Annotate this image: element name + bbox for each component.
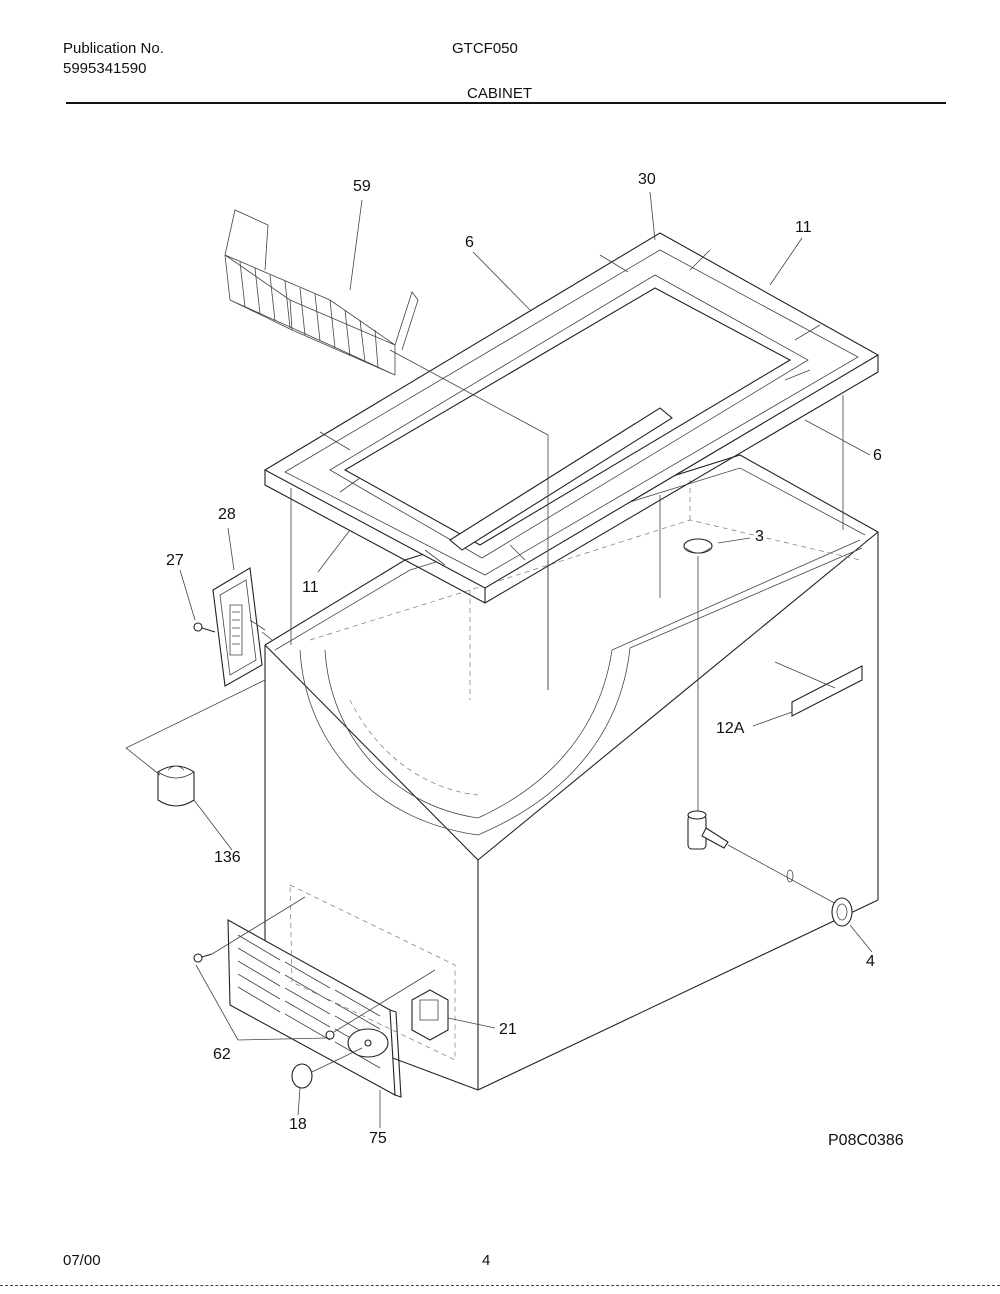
callout-3: 3 xyxy=(755,528,764,545)
callout-11-top: 11 xyxy=(795,219,812,236)
footer-rule xyxy=(0,1285,1000,1286)
temperature-control xyxy=(412,990,448,1040)
callout-6-right: 6 xyxy=(873,447,882,464)
section-title: CABINET xyxy=(467,85,533,102)
front-grille xyxy=(194,885,455,1097)
model-number: GTCF050 xyxy=(452,40,518,57)
callout-4: 4 xyxy=(866,953,875,970)
rating-label xyxy=(775,662,862,716)
callout-12a: 12A xyxy=(716,720,745,737)
callout-27: 27 xyxy=(166,552,184,569)
callout-21: 21 xyxy=(499,1021,517,1038)
header-rule xyxy=(66,102,946,104)
publication-number: 5995341590 xyxy=(63,60,147,77)
callout-62: 62 xyxy=(213,1046,231,1063)
callout-75: 75 xyxy=(369,1130,387,1147)
lid-gasket-frame xyxy=(265,233,878,603)
publication-label: Publication No. xyxy=(63,40,164,57)
callout-59: 59 xyxy=(353,178,371,195)
diagram-code: P08C0386 xyxy=(828,1132,904,1149)
callout-18: 18 xyxy=(289,1116,307,1133)
callout-28: 28 xyxy=(218,506,236,523)
callout-11-left: 11 xyxy=(302,579,319,596)
callout-30: 30 xyxy=(638,171,656,188)
footer-date: 07/00 xyxy=(63,1252,101,1269)
callout-leaders xyxy=(126,192,872,1128)
callout-136: 136 xyxy=(214,849,241,866)
hinge-assembly xyxy=(194,568,272,686)
hinge-cover xyxy=(158,766,194,806)
drain-parts xyxy=(684,539,852,926)
page-number: 4 xyxy=(482,1252,491,1269)
callout-6-top: 6 xyxy=(465,234,474,251)
